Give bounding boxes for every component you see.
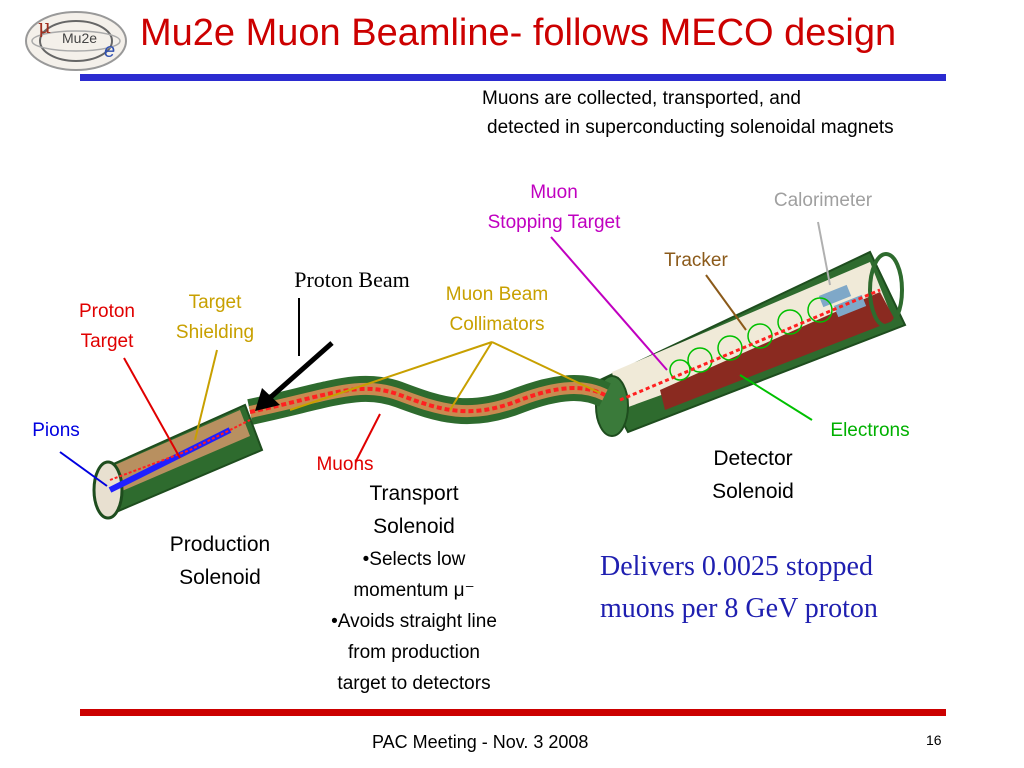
- footer-divider: [80, 709, 946, 716]
- slide-title: Mu2e Muon Beamline- follows MECO design: [140, 12, 897, 54]
- bullet-line-1: •Selects low: [362, 549, 466, 570]
- label-calorimeter: Calorimeter: [773, 190, 873, 211]
- label-muon-stopping-target-line-2: Stopping Target: [487, 212, 621, 233]
- page-number: 16: [926, 732, 942, 748]
- label-target-shielding-line-1: Target: [188, 292, 242, 313]
- label-detector-solenoid-line-1: Detector: [713, 447, 793, 470]
- label-target-shielding: Target Shielding: [160, 288, 270, 348]
- label-target-shielding-line-2: Shielding: [175, 322, 255, 343]
- label-pions: Pions: [32, 420, 80, 441]
- label-muon-beam-collimators-line-2: Collimators: [449, 314, 545, 335]
- label-proton-beam: Proton Beam: [294, 267, 410, 292]
- label-muon-stopping-target: Muon Stopping Target: [454, 178, 654, 238]
- transport-solenoid-pipe: [247, 375, 611, 425]
- logo-text: Mu2e: [62, 30, 98, 46]
- stopping-target-pointer: [550, 236, 668, 371]
- label-electrons: Electrons: [830, 420, 910, 441]
- bullet-line-2: momentum μ⁻: [353, 580, 475, 601]
- label-muon-beam-collimators-line-1: Muon Beam: [445, 284, 549, 305]
- caption-line-2: detected in superconducting solenoidal m…: [487, 117, 894, 138]
- label-detector-solenoid-line-2: Solenoid: [712, 480, 794, 503]
- logo-e-symbol: e: [104, 40, 116, 62]
- label-production-solenoid-line-2: Solenoid: [179, 566, 261, 589]
- tracker-pointer: [705, 274, 747, 331]
- label-production-solenoid-line-1: Production: [169, 533, 271, 556]
- delivers-line-2: muons per 8 GeV proton: [600, 593, 878, 624]
- logo-mu-symbol: μ: [38, 14, 51, 38]
- mu2e-logo-graphic: [25, 11, 127, 71]
- label-proton-target-line-2: Target: [80, 331, 134, 352]
- detector-solenoid-cylinder: [595, 250, 907, 437]
- footer-text: PAC Meeting - Nov. 3 2008: [372, 732, 589, 752]
- delivers-statement: Delivers 0.0025 stopped muons per 8 GeV …: [600, 546, 878, 630]
- label-transport-solenoid-line-2: Solenoid: [373, 515, 455, 538]
- bullet-line-3: •Avoids straight line: [331, 611, 497, 632]
- transport-bullets: •Selects low momentum μ⁻ •Avoids straigh…: [294, 544, 534, 699]
- muons-pointer: [355, 413, 381, 462]
- label-production-solenoid: Production Solenoid: [140, 528, 300, 594]
- title-divider: [80, 74, 946, 81]
- label-proton-target-line-1: Proton: [79, 301, 135, 322]
- pions-pointer: [59, 451, 108, 487]
- label-transport-solenoid: Transport Solenoid: [334, 477, 494, 543]
- electrons-pointer: [739, 374, 813, 421]
- label-detector-solenoid: Detector Solenoid: [680, 442, 826, 508]
- proton-target-pointer: [123, 357, 181, 459]
- label-muons: Muons: [316, 454, 374, 475]
- calorimeter-pointer: [817, 221, 831, 286]
- bullet-line-4: from production: [347, 642, 480, 663]
- mu2e-logo: μ Mu2e e: [24, 10, 128, 72]
- label-muon-beam-collimators: Muon Beam Collimators: [422, 280, 572, 340]
- label-muon-stopping-target-line-1: Muon: [530, 182, 578, 203]
- delivers-line-1: Delivers 0.0025 stopped: [600, 551, 873, 582]
- bullet-line-5: target to detectors: [337, 673, 491, 694]
- label-transport-solenoid-line-1: Transport: [369, 482, 459, 505]
- label-tracker: Tracker: [664, 250, 728, 271]
- caption-line-1: Muons are collected, transported, and: [482, 88, 801, 109]
- production-solenoid-cylinder: [92, 403, 264, 520]
- collimator-pointers: [289, 341, 601, 411]
- target-shielding-pointer: [194, 349, 218, 441]
- proton-beam-arrow: [255, 341, 334, 411]
- label-proton-target: Proton Target: [60, 297, 154, 357]
